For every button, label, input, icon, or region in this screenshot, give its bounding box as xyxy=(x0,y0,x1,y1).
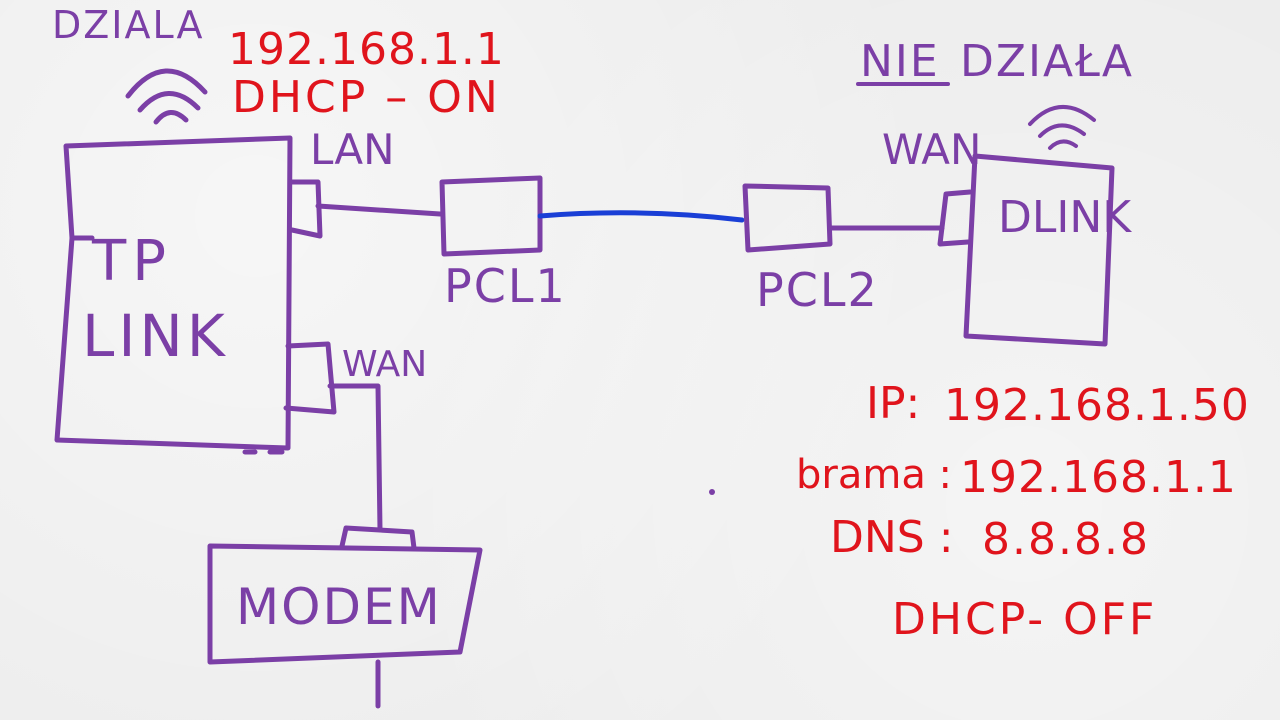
pcl2-box xyxy=(742,183,833,253)
config-dns-label: DNS : xyxy=(830,512,954,563)
dlink-status-neg: NIE xyxy=(860,36,940,87)
tplink-name-line2: LINK xyxy=(82,302,229,370)
tplink-name-line1: TP xyxy=(91,229,172,294)
config-gateway-label: brama : xyxy=(796,452,952,498)
modem-box xyxy=(207,543,483,665)
tplink-lan-label: LAN xyxy=(310,125,395,174)
cable-wan-to-modem xyxy=(327,383,383,533)
tplink-wan-port xyxy=(283,341,337,415)
wifi-icon xyxy=(125,68,208,125)
tplink-status: DZIALA xyxy=(52,3,205,47)
dlink-status-word: DZIAŁA xyxy=(960,36,1134,87)
pcl2-label: PCL2 xyxy=(756,263,879,317)
tplink-wan-label: WAN xyxy=(342,344,427,385)
stray-dot xyxy=(709,489,715,495)
dlink-router-box xyxy=(963,153,1115,347)
config-ip-value: 192.168.1.50 xyxy=(944,380,1250,431)
pcl1-box xyxy=(439,175,543,257)
modem-label: MODEM xyxy=(236,578,442,636)
pcl1-label: PCL1 xyxy=(444,259,567,313)
tplink-ip: 192.168.1.1 xyxy=(228,24,505,75)
tplink-router-box xyxy=(54,135,293,451)
tplink-lan-port xyxy=(287,179,323,239)
dlink-wan-port xyxy=(937,189,973,247)
powerline-link xyxy=(537,210,745,223)
config-ip-label: IP: xyxy=(866,378,920,429)
config-dhcp: DHCP- OFF xyxy=(892,594,1157,645)
dlink-name: DLINK xyxy=(998,192,1132,243)
cable-lan-to-pcl1 xyxy=(315,203,443,217)
tplink-dhcp: DHCP – ON xyxy=(232,72,501,123)
config-gateway-value: 192.168.1.1 xyxy=(960,452,1237,503)
modem-port xyxy=(339,525,417,551)
config-dns-value: 8.8.8.8 xyxy=(982,514,1150,565)
dlink-wan-label: WAN xyxy=(882,125,981,174)
wifi-icon xyxy=(1028,104,1096,150)
